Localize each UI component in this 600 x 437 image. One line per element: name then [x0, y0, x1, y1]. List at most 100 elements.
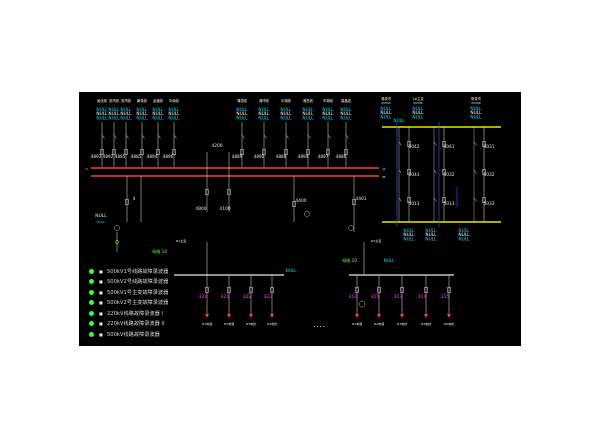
lv-left-breaker-2[interactable]: [249, 287, 253, 293]
tf-mid-breaker[interactable]: [292, 201, 296, 207]
lv-right-breaker-1[interactable]: [377, 287, 381, 293]
string-breaker-0-0[interactable]: [407, 141, 411, 147]
feeder-right-0-null-2: NULL: [380, 114, 392, 120]
string-breaker-1-0[interactable]: [442, 141, 446, 147]
lv-right-breaker-2[interactable]: [400, 287, 404, 293]
feeder-right-kv-0: KV500: [381, 101, 390, 105]
switch-left-5[interactable]: 4896: [163, 154, 174, 159]
feeder-mid-breaker-2[interactable]: [284, 149, 288, 155]
switch-mid-3[interactable]: 4894: [298, 154, 309, 159]
lv-right-breaker-0[interactable]: [355, 287, 359, 293]
switch-left-0[interactable]: 4893: [91, 154, 102, 159]
lv-right-switch-2[interactable]: 313: [394, 294, 403, 300]
feeder-mid-breaker-5[interactable]: [344, 149, 348, 155]
status-dot-icon: [89, 310, 94, 316]
string-breaker-0-1[interactable]: [407, 169, 411, 175]
string-breaker-0-2[interactable]: [407, 197, 411, 203]
switch-r3-2[interactable]: 5033: [483, 201, 494, 207]
feeder-mid-breaker-3[interactable]: [306, 149, 310, 155]
feeder-left-breaker-3[interactable]: [140, 149, 144, 155]
switch-left-4[interactable]: 4894: [147, 154, 158, 159]
feeder-left-breaker-1[interactable]: [112, 149, 116, 155]
switch-mid-2[interactable]: 4888: [276, 154, 287, 159]
bus-tie-4800[interactable]: 4800: [195, 206, 206, 212]
feeder-left-knife-4: [157, 134, 161, 139]
feeder-left-breaker-0[interactable]: [100, 149, 104, 155]
legend-item[interactable]: ■500kV1号线路故障录波器: [89, 266, 239, 277]
tf-left-coil: [114, 225, 120, 231]
legend-item[interactable]: ■500kV1号主变故障录波器: [89, 287, 239, 298]
right-lower-1-null-2: NULL: [425, 236, 437, 242]
switch-r3-1[interactable]: 5013: [443, 201, 454, 207]
legend-item[interactable]: ■220kV线路故障录波器 II: [89, 319, 239, 330]
switch-mid-5[interactable]: 4886: [336, 154, 347, 159]
feeder-left-breaker-4[interactable]: [156, 149, 160, 155]
feeder-mid-breaker-0[interactable]: [240, 149, 244, 155]
string-breaker-1-1[interactable]: [442, 169, 446, 175]
bus-tie-breaker-1[interactable]: [205, 189, 209, 195]
switch-r2-2[interactable]: 5032: [483, 172, 494, 178]
lv-right-switch-4[interactable]: 315: [441, 294, 450, 300]
feeder-right-2-null-0: NULL: [470, 106, 482, 112]
switch-r1-2[interactable]: 5031: [483, 144, 494, 150]
lv-right-feeder-3: #4电抗: [421, 321, 431, 326]
legend-item[interactable]: ■500kV线路故障录波器: [89, 329, 239, 340]
lv-right-breaker-4[interactable]: [447, 287, 451, 293]
legend-item[interactable]: ■220kV线路故障录波器 I: [89, 308, 239, 319]
lv-left-tag: #1主变: [176, 238, 186, 243]
legend-item-label: 500kV2号主变故障录波器: [107, 300, 169, 307]
right-lower-0-null-0: NULL: [403, 228, 415, 234]
feeder-mid-0-null-0: NULL: [236, 107, 248, 113]
lv-left-breaker-3[interactable]: [270, 287, 274, 293]
lv-left-breaker-1[interactable]: [227, 287, 231, 293]
feeder-left-5-null-1: NULL: [168, 111, 180, 117]
feeder-mid-3-null-0: NULL: [302, 107, 314, 113]
lv-left-switch-0[interactable]: 320: [199, 294, 208, 300]
switch-left-1[interactable]: 4892: [103, 154, 114, 159]
lv-right-switch-3[interactable]: 314: [418, 294, 427, 300]
legend-item[interactable]: ■500kV2号主变故障录波器: [89, 298, 239, 309]
string-breaker-2-2[interactable]: [482, 197, 486, 203]
feeder-mid-breaker-1[interactable]: [262, 149, 266, 155]
string-breaker-2-1[interactable]: [482, 169, 486, 175]
switch-mid-4[interactable]: 4897: [318, 154, 329, 159]
lv-left-switch-1[interactable]: 321: [221, 294, 230, 300]
feeder-left-breaker-5[interactable]: [172, 149, 176, 155]
feeder-mid-4-null-0: NULL: [322, 107, 334, 113]
switch-mid-1[interactable]: 4890: [254, 154, 265, 159]
switch-left-3[interactable]: 4885: [131, 154, 142, 159]
lv-left-arrow-icon-1: [227, 314, 231, 318]
feeder-left-knife-3: [141, 134, 145, 139]
bus-tie-4400[interactable]: 4400: [295, 198, 306, 204]
tf-r-breaker[interactable]: [352, 199, 356, 205]
bus-tie-4401[interactable]: 4401: [355, 196, 366, 202]
switch-r2-0[interactable]: 5043: [408, 172, 419, 178]
switch-mid-0[interactable]: 4889: [232, 154, 243, 159]
switch-r1-0[interactable]: 5042: [408, 144, 419, 150]
legend-item[interactable]: ■500kV2号线路故障录波器: [89, 277, 239, 288]
switch-left-2[interactable]: 4895: [115, 154, 126, 159]
lv-right-arrow-icon-0: [355, 314, 359, 318]
lv-left-arrow-icon-3: [270, 314, 274, 318]
bus-tie-4200[interactable]: 4200: [211, 143, 222, 149]
lv-left-switch-3[interactable]: 323: [264, 294, 273, 300]
bus-tie-4100[interactable]: 4100: [219, 206, 230, 212]
lv-right-breaker-3[interactable]: [424, 287, 428, 293]
feeder-label-mid-3: 湘岳线: [303, 98, 314, 103]
recorder-icon: ■: [99, 331, 103, 337]
switch-r2-1[interactable]: 5032: [443, 172, 454, 178]
switch-r3-0[interactable]: 5013: [408, 201, 419, 207]
string-breaker-2-0[interactable]: [482, 141, 486, 147]
bus-tie-breaker-2[interactable]: [227, 189, 231, 195]
lv-left-switch-2[interactable]: 322: [243, 294, 252, 300]
bus-main-1-tag: IA: [86, 167, 90, 171]
lv-right-switch-0[interactable]: 310: [349, 294, 358, 300]
tf-left-breaker[interactable]: [125, 199, 129, 205]
string-breaker-1-2[interactable]: [442, 197, 446, 203]
lv-right-tag: #2主变: [371, 238, 381, 243]
feeder-left-breaker-2[interactable]: [124, 149, 128, 155]
feeder-mid-breaker-4[interactable]: [326, 149, 330, 155]
lv-right-switch-1[interactable]: 311: [371, 294, 380, 300]
switch-r1-1[interactable]: 5041: [443, 144, 454, 150]
lv-left-breaker-0[interactable]: [205, 287, 209, 293]
